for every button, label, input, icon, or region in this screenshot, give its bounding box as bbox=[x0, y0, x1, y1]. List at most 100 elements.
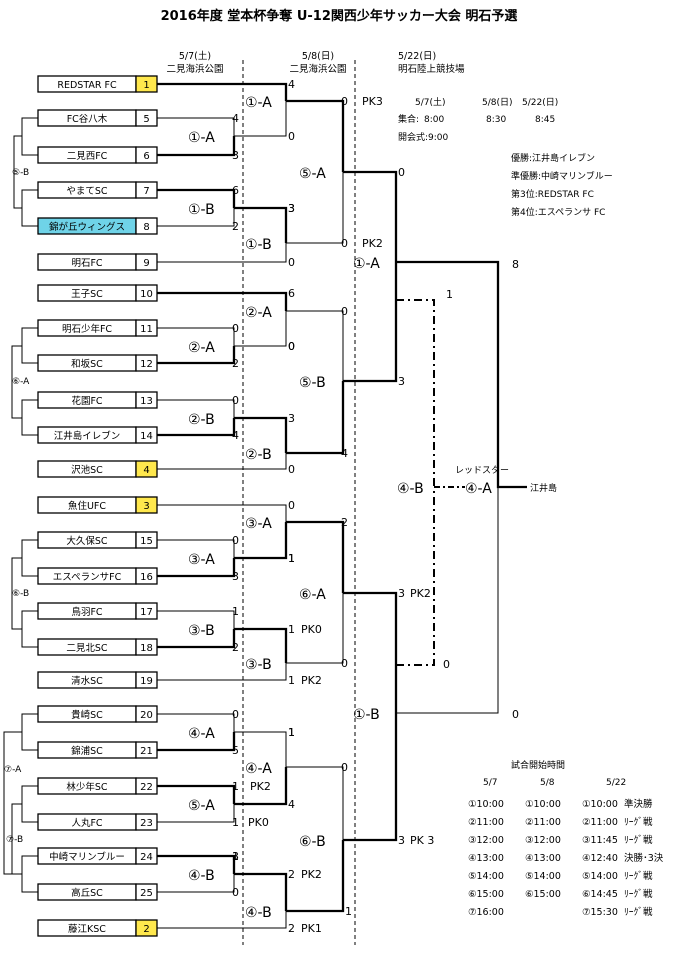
team-name: 錦が丘ウィングス bbox=[49, 221, 125, 233]
match-time-cell: ④12:40 bbox=[582, 853, 618, 864]
score: 1 bbox=[232, 850, 239, 863]
match-label: ④-B bbox=[188, 868, 215, 884]
match-time-cell: ﾘｰｸﾞ戦 bbox=[624, 870, 653, 882]
score: 0 bbox=[341, 657, 348, 670]
score: 1 bbox=[288, 674, 295, 687]
team-name: 沢池SC bbox=[71, 464, 103, 476]
round1-venue: 二見海浜公園 bbox=[166, 63, 223, 75]
match-label: ⑤-A bbox=[299, 166, 326, 182]
team-seed: 25 bbox=[140, 888, 153, 899]
score: 4 bbox=[341, 447, 348, 460]
score: 1 bbox=[446, 288, 453, 301]
score: 0 bbox=[443, 658, 450, 671]
score: 1 bbox=[288, 726, 295, 739]
score: 6 bbox=[288, 287, 295, 300]
team-name: 藤江KSC bbox=[68, 923, 106, 935]
score: 0 bbox=[232, 708, 239, 721]
round2-venue: 二見海浜公園 bbox=[289, 63, 346, 75]
team-seed: 6 bbox=[143, 151, 149, 162]
team-name: 王子SC bbox=[71, 289, 103, 300]
team-name: 二見西FC bbox=[67, 151, 108, 162]
score: 0 bbox=[288, 130, 295, 143]
match-label: ①-B bbox=[353, 707, 380, 723]
group-label: ⑦-B bbox=[6, 835, 23, 845]
score: 1 bbox=[232, 780, 239, 793]
score: PK2 bbox=[301, 868, 322, 881]
team-name: 大久保SC bbox=[66, 535, 108, 547]
score: 4 bbox=[232, 112, 239, 125]
group-label: ⑤-B bbox=[12, 168, 29, 178]
score: 3 bbox=[288, 202, 295, 215]
team-seed: 7 bbox=[143, 186, 149, 197]
match-time-cell: ④13:00 bbox=[525, 853, 561, 864]
opening-time: 開会式:9:00 bbox=[398, 131, 449, 143]
team-seed: 9 bbox=[143, 258, 149, 269]
score: 3 bbox=[288, 412, 295, 425]
team-seed: 4 bbox=[143, 465, 149, 476]
team-name: 鳥羽FC bbox=[71, 606, 102, 618]
match-time-cell: ③12:00 bbox=[468, 835, 504, 846]
final-left-team: レッドスター bbox=[455, 465, 509, 476]
round-labels: ①-A ①-B ②-A ②-B ③-A ③-B ④-A ④-B ⑤-A ⑤-B … bbox=[245, 95, 492, 921]
team-row: 明石FC 9 bbox=[37, 253, 158, 271]
result-runner-up: 準優勝:中崎マリンブルー bbox=[511, 170, 613, 182]
team-name: 明石少年FC bbox=[62, 323, 112, 335]
score: PK2 bbox=[410, 587, 431, 600]
score: 2 bbox=[232, 220, 239, 233]
match-time-cell: ③11:45 bbox=[582, 835, 618, 846]
match-label: ①-A bbox=[188, 130, 215, 146]
team-seed: 24 bbox=[140, 852, 153, 863]
score: PK0 bbox=[301, 623, 322, 636]
team-name: 高丘SC bbox=[71, 887, 103, 899]
group-label: ⑥-B bbox=[12, 589, 29, 599]
match-time-cell: ﾘｰｸﾞ戦 bbox=[624, 834, 653, 846]
score: 0 bbox=[232, 534, 239, 547]
score: 5 bbox=[232, 744, 239, 757]
score: 0 bbox=[232, 886, 239, 899]
score: 4 bbox=[288, 78, 295, 91]
match-label: ③-B bbox=[188, 623, 215, 639]
final-right-team: 江井島 bbox=[530, 482, 557, 494]
team-name: 林少年SC bbox=[66, 781, 108, 793]
score: 0 bbox=[232, 394, 239, 407]
match-label: ②-B bbox=[188, 412, 215, 428]
team-seed: 13 bbox=[140, 396, 153, 407]
score: 0 bbox=[288, 463, 295, 476]
match-label: ⑤-B bbox=[299, 375, 326, 391]
result-fourth: 第4位:エスペランサ FC bbox=[511, 206, 605, 218]
score: 0 bbox=[341, 237, 348, 250]
score: 1 bbox=[288, 552, 295, 565]
score: PK2 bbox=[362, 237, 383, 250]
schedule-date: 5/8(日) bbox=[482, 97, 513, 108]
match-label: ③-B bbox=[245, 657, 272, 673]
match-time-cell: ⑤14:00 bbox=[468, 871, 504, 882]
round2-date: 5/8(日) bbox=[302, 51, 334, 62]
group-label: ⑥-A bbox=[12, 377, 30, 387]
score: 0 bbox=[288, 499, 295, 512]
team-seed: 12 bbox=[140, 359, 153, 370]
score: 0 bbox=[232, 322, 239, 335]
score: 0 bbox=[398, 166, 405, 179]
match-label: ④-A bbox=[465, 481, 492, 497]
team-name: 明石FC bbox=[71, 258, 102, 269]
match-time-cell: ﾘｰｸﾞ戦 bbox=[624, 906, 653, 918]
score: 8 bbox=[512, 258, 519, 271]
team-seed: 23 bbox=[140, 818, 153, 829]
match-label: ⑥-A bbox=[299, 587, 326, 603]
score: PK0 bbox=[248, 816, 269, 829]
score: 1 bbox=[288, 552, 295, 565]
team-name: 貴崎SC bbox=[71, 709, 103, 721]
result-third: 第3位:REDSTAR FC bbox=[511, 188, 594, 200]
